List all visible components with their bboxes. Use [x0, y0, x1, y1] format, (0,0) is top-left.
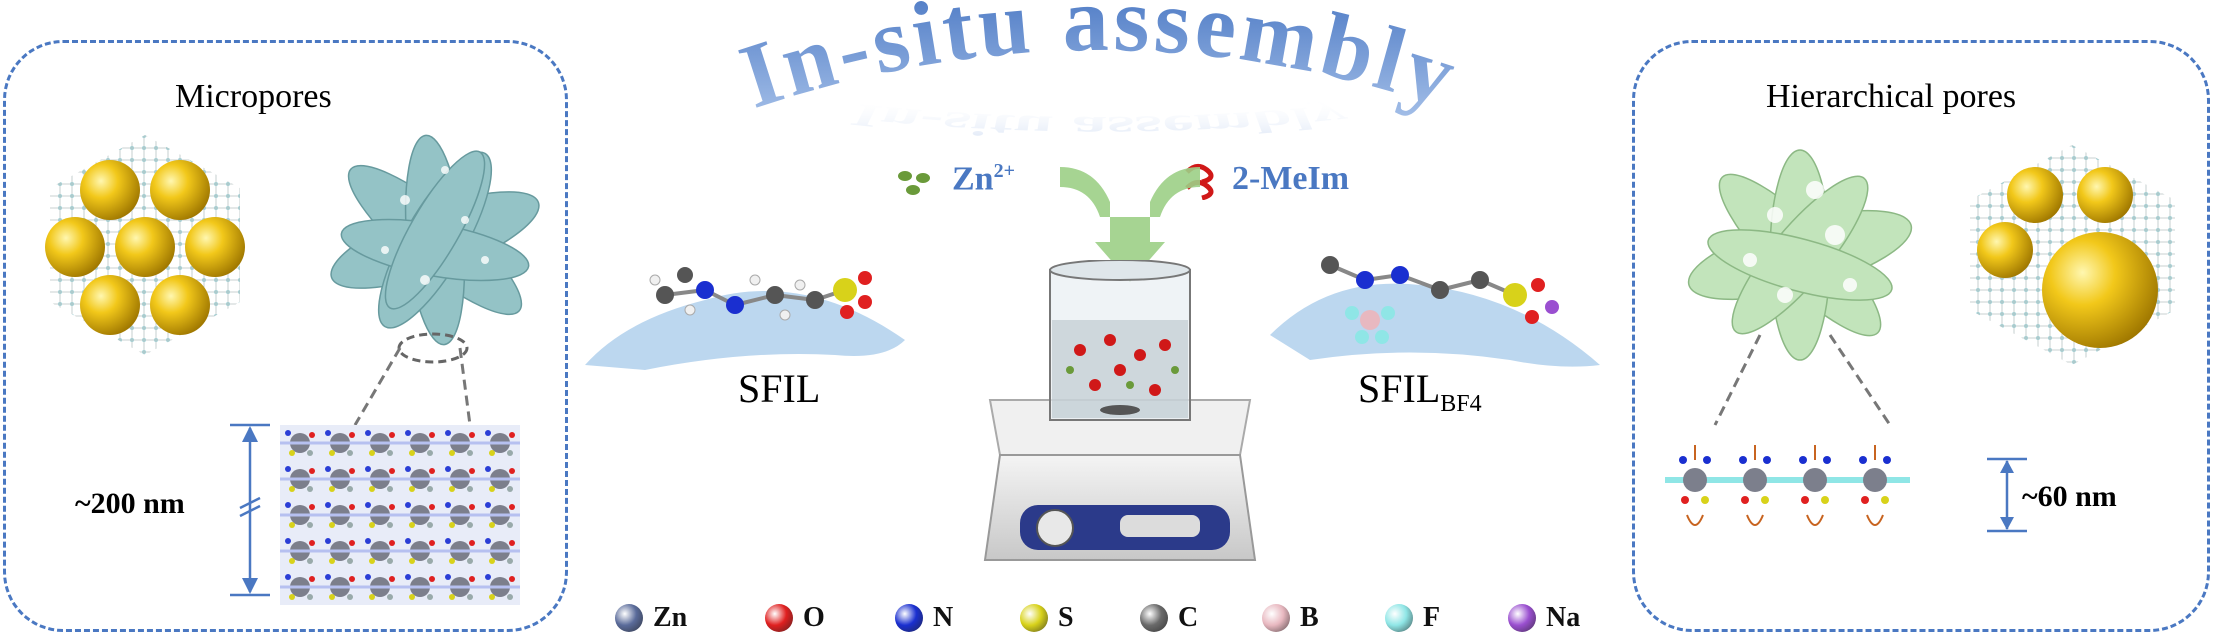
nanosheet-flower-teal [330, 134, 540, 364]
sfil-label: SFIL [738, 366, 821, 411]
title-reflection: In-situ assembly [845, 97, 1356, 145]
legend-ball-icon [1262, 604, 1290, 632]
legend-ball-icon [1020, 604, 1048, 632]
zn-charge: 2+ [993, 160, 1015, 182]
zn-symbol: Zn [952, 160, 994, 198]
legend-label: C [1178, 602, 1199, 633]
left-panel-heading: Micropores [175, 78, 332, 115]
sfil-bf4-base: SFIL [1358, 366, 1441, 411]
title-text: In-situ assembly [729, 0, 1471, 128]
legend-ball-icon [615, 604, 643, 632]
title-arc: In-situ assembly In-situ assembly [729, 0, 1471, 145]
legend-label: B [1300, 602, 1319, 633]
legend-label: Na [1546, 602, 1581, 633]
sfil-bf4-subscript: BF4 [1440, 391, 1482, 417]
thickness-arrow-right [1987, 457, 2027, 533]
beaker-hotplate [983, 260, 1257, 561]
legend-ball-icon [895, 604, 923, 632]
legend-item-n: N [895, 600, 953, 636]
legend-label: Zn [653, 602, 688, 633]
thickness-label-right: ~60 nm [2022, 480, 2117, 513]
legend-item-c: C [1140, 600, 1198, 636]
nanosheet-flower-green [1687, 149, 1913, 361]
zn-label: Zn2+ [952, 160, 1015, 198]
legend-label: O [803, 602, 825, 633]
legend-label: F [1423, 602, 1441, 633]
legend-ball-icon [1385, 604, 1413, 632]
merge-arrow [1060, 167, 1200, 282]
sfil-bf4-molecule [1270, 256, 1600, 367]
sfil-bf4-label: SFILBF4 [1358, 365, 1482, 418]
zoom-lines-left [353, 347, 472, 426]
legend-ball-icon [765, 604, 793, 632]
right-panel [1632, 40, 2210, 632]
legend-item-na: Na [1508, 600, 1580, 636]
legend-item-b: B [1262, 600, 1319, 636]
thickness-arrow-left [230, 423, 270, 597]
legend-label: N [933, 602, 954, 633]
legend-ball-icon [1140, 604, 1168, 632]
right-panel-heading: Hierarchical pores [1766, 78, 2017, 115]
legend-label: S [1058, 602, 1074, 633]
legend-item-zn: Zn [615, 600, 687, 636]
crystal-lattice-thin [1665, 435, 1910, 545]
zn-ion-icon [898, 171, 930, 195]
zoom-lines-right [1713, 334, 1892, 426]
hierarchical-framework [1970, 145, 2175, 365]
left-panel [3, 40, 568, 632]
legend-item-f: F [1385, 600, 1440, 636]
mim-label: 2-MeIm [1232, 160, 1350, 197]
legend-item-s: S [1020, 600, 1074, 636]
thickness-label-left: ~200 nm [75, 487, 185, 520]
sfil-molecule [585, 267, 905, 370]
micropore-framework [45, 135, 245, 355]
crystal-lattice-thick [280, 425, 520, 605]
legend-ball-icon [1508, 604, 1536, 632]
legend-item-o: O [765, 600, 825, 636]
